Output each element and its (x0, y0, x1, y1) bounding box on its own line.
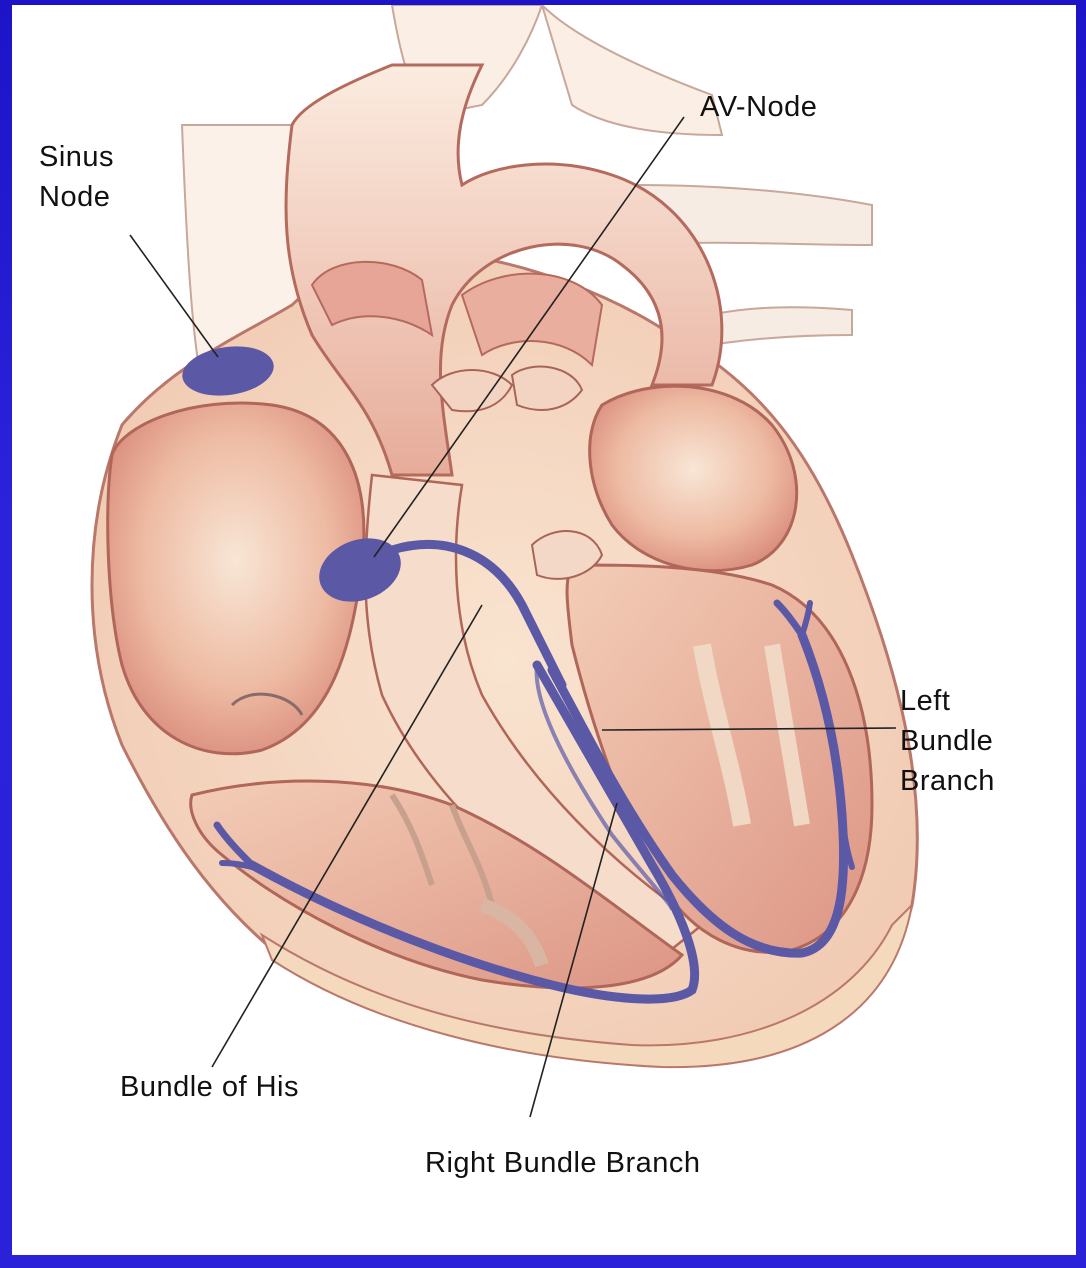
label-right-bundle-branch: Right Bundle Branch (425, 1143, 701, 1183)
label-bundle-of-his-text: Bundle of His (120, 1067, 299, 1107)
label-left-bundle-branch-line2: Bundle (900, 721, 995, 761)
label-left-bundle-branch-line1: Left (900, 681, 995, 721)
label-av-node-text: AV-Node (700, 87, 817, 127)
label-left-bundle-branch-line3: Branch (900, 761, 995, 801)
label-sinus-node-line2: Node (39, 177, 114, 217)
diagram-panel: Sinus Node AV-Node Left Bundle Branch Bu… (12, 5, 1076, 1255)
label-av-node: AV-Node (700, 87, 817, 127)
label-sinus-node-line1: Sinus (39, 137, 114, 177)
label-bundle-of-his: Bundle of His (120, 1067, 299, 1107)
label-right-bundle-branch-text: Right Bundle Branch (425, 1143, 701, 1183)
label-left-bundle-branch: Left Bundle Branch (900, 681, 995, 801)
label-sinus-node: Sinus Node (39, 137, 114, 217)
